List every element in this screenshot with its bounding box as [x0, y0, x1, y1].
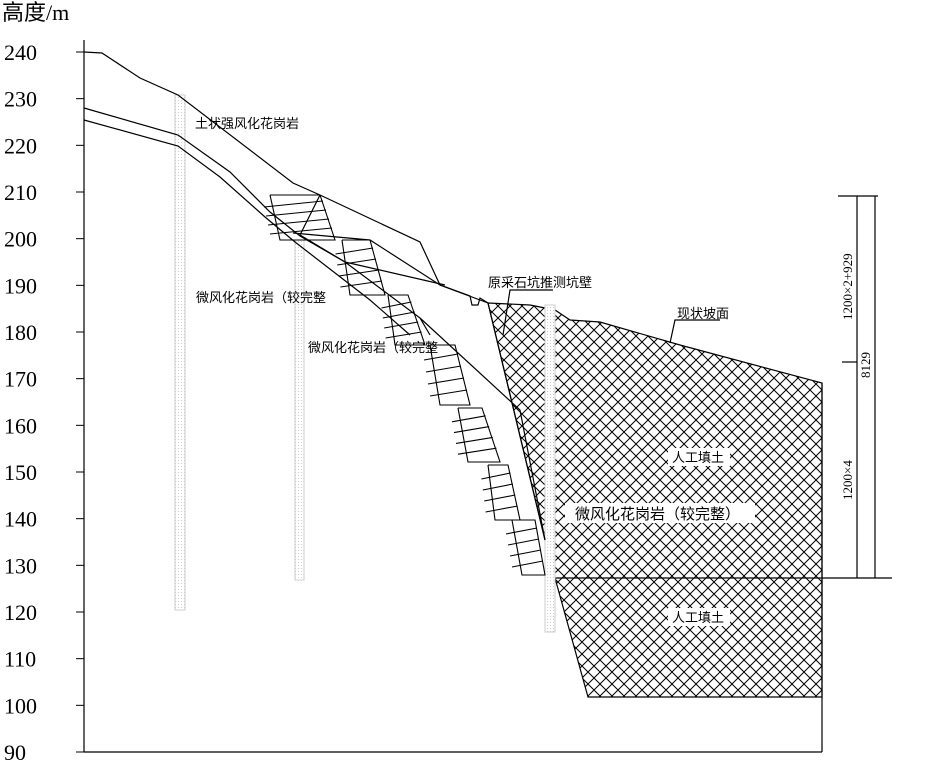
- anchor-line: [511, 560, 544, 568]
- y-tick-label: 220: [4, 133, 37, 158]
- label-current-slope: 现状坡面: [677, 307, 729, 322]
- label-slight-weathered-2: 微风化花岗岩（较完整: [308, 340, 438, 356]
- anchor-line: [505, 527, 538, 535]
- anchor-line: [385, 331, 422, 339]
- y-tick-label: 160: [4, 413, 37, 438]
- label-slight-weathered-1: 微风化花岗岩（较完整: [196, 290, 326, 306]
- label-slight-weathered-3: 微风化花岗岩（较完整）: [575, 505, 740, 523]
- artificial-fill-area: [487, 302, 823, 698]
- borehole-1: [174, 94, 186, 611]
- anchor-line: [265, 209, 327, 217]
- weathering-boundary-3: [292, 232, 489, 304]
- anchor-line: [384, 321, 419, 329]
- anchor-line: [381, 301, 412, 309]
- y-tick-label: 200: [4, 227, 37, 252]
- y-tick-label: 190: [4, 273, 37, 298]
- y-tick-label: 170: [4, 367, 37, 392]
- y-tick-label: 150: [4, 460, 37, 485]
- y-tick-label: 210: [4, 180, 37, 205]
- weathering-boundary-1: [83, 107, 431, 336]
- y-tick-label: 230: [4, 87, 37, 112]
- anchor-line: [382, 311, 415, 319]
- anchor-line: [457, 447, 497, 455]
- dimension-lines: [838, 195, 878, 578]
- anchor-line: [340, 280, 383, 288]
- dim-lower: 1200×4: [840, 460, 855, 500]
- slope-leader: [669, 319, 720, 344]
- retaining-step: [269, 194, 336, 241]
- anchor-line: [455, 436, 493, 444]
- y-tick-label: 90: [4, 740, 26, 765]
- retaining-step: [457, 407, 501, 463]
- retaining-step: [511, 519, 546, 576]
- weathering-boundary-5: [419, 317, 546, 541]
- original-surface-line: [83, 51, 489, 306]
- anchor-line: [263, 200, 324, 208]
- anchor-line: [485, 505, 518, 513]
- anchor-line: [484, 494, 516, 502]
- label-pit-wall: 原采石坑推测坑壁: [488, 276, 592, 291]
- anchor-line: [267, 218, 330, 226]
- retaining-step: [487, 464, 521, 521]
- anchor-line: [427, 377, 465, 385]
- label-fill-upper: 人工填土: [672, 451, 724, 466]
- y-tick-label: 140: [4, 507, 37, 532]
- anchor-line: [429, 389, 468, 397]
- anchor-line: [509, 549, 542, 557]
- anchor-line: [423, 353, 459, 361]
- anchor-line: [453, 426, 490, 434]
- pit-wall-leader: [502, 289, 553, 336]
- anchor-line: [337, 258, 377, 266]
- anchor-line: [425, 365, 462, 373]
- borehole-3: [544, 304, 556, 633]
- retaining-step: [387, 294, 426, 346]
- anchor-line: [507, 538, 540, 546]
- label-soil-weathered: 土状强风化花岗岩: [195, 116, 299, 132]
- stepped-retaining-structure: [263, 194, 546, 576]
- y-tick-label: 130: [4, 553, 37, 578]
- anchor-line: [269, 227, 333, 235]
- dim-total: 8129: [858, 352, 873, 378]
- retaining-step: [341, 239, 386, 296]
- y-tick-label: 240: [4, 40, 37, 65]
- y-tick-label: 120: [4, 600, 37, 625]
- y-tick-label: 180: [4, 320, 37, 345]
- pit-wall-line: [487, 302, 546, 541]
- anchor-line: [481, 472, 511, 480]
- retaining-step: [429, 344, 471, 406]
- y-tick-label: 110: [4, 647, 36, 672]
- anchor-line: [335, 247, 374, 255]
- anchor-line: [338, 269, 380, 277]
- y-tick-label: 100: [4, 693, 37, 718]
- anchor-line: [451, 415, 486, 423]
- weathering-boundary-2: [83, 119, 411, 336]
- weathering-boundary-4: [299, 194, 446, 286]
- dim-upper: 1200×2+929: [840, 253, 855, 320]
- anchor-line: [482, 483, 513, 491]
- label-fill-lower: 人工填土: [672, 611, 724, 626]
- y-axis-title: 高度/m: [2, 0, 69, 25]
